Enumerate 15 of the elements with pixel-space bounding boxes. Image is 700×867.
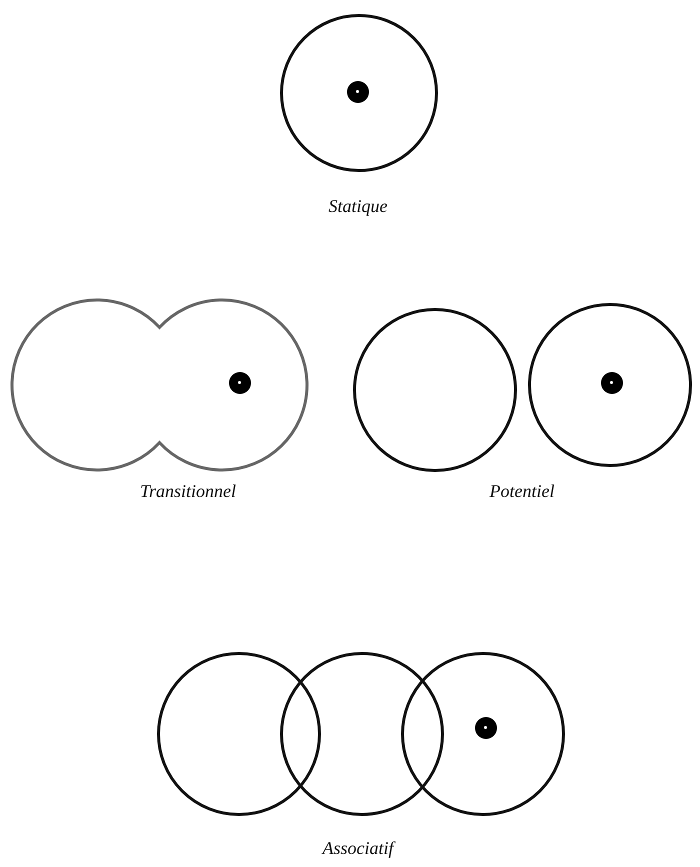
figure-caption: Statique [328, 196, 388, 217]
double-lobe-outline [12, 300, 308, 470]
dot-marker [475, 717, 497, 739]
figure-caption: Transitionnel [140, 481, 236, 502]
circle-outline [157, 652, 321, 816]
dot-marker [601, 372, 623, 394]
circle-outline [280, 652, 444, 816]
circle-outline [528, 303, 692, 467]
circle-outline [401, 652, 565, 816]
dot-marker [347, 81, 369, 103]
circle-outline [280, 14, 438, 172]
figure-caption: Associatif [322, 838, 394, 859]
circle-outline [353, 308, 517, 472]
dot-marker [229, 372, 251, 394]
figure-caption: Potentiel [490, 481, 554, 502]
